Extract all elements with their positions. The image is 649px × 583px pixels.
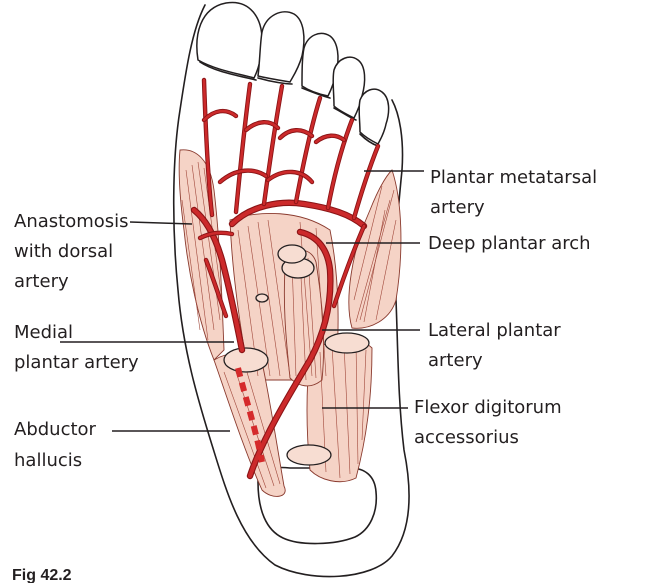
label-plantar-metatarsal-line2: artery [430, 197, 485, 218]
label-anastomosis-line3: artery [14, 271, 69, 292]
tendon-cut-end-2 [278, 245, 306, 263]
label-abductor-hallucis-line1: Abductor [14, 419, 97, 440]
tendon-cut-end-3 [256, 294, 268, 302]
label-anastomosis-line1: Anastomosis [14, 211, 129, 232]
accessorius-cut-end [325, 333, 369, 353]
label-flexor-accessorius-line1: Flexor digitorum [414, 397, 562, 418]
label-plantar-metatarsal-line1: Plantar metatarsal [430, 167, 597, 188]
label-anastomosis-line2: with dorsal [14, 241, 113, 262]
label-lateral-plantar-line2: artery [428, 350, 483, 371]
label-flexor-accessorius-line2: accessorius [414, 427, 519, 448]
label-medial-plantar-line2: plantar artery [14, 352, 139, 373]
abductor-cut-end [224, 348, 268, 372]
accessorius-insertion-cut [287, 445, 331, 465]
toe-bones [197, 2, 389, 146]
label-abductor-hallucis-line2: hallucis [14, 450, 82, 471]
label-lateral-plantar-line1: Lateral plantar [428, 320, 561, 341]
label-deep-plantar-arch: Deep plantar arch [428, 233, 591, 254]
label-medial-plantar-line1: Medial [14, 322, 73, 343]
figure-caption: Fig 42.2 [12, 567, 72, 583]
